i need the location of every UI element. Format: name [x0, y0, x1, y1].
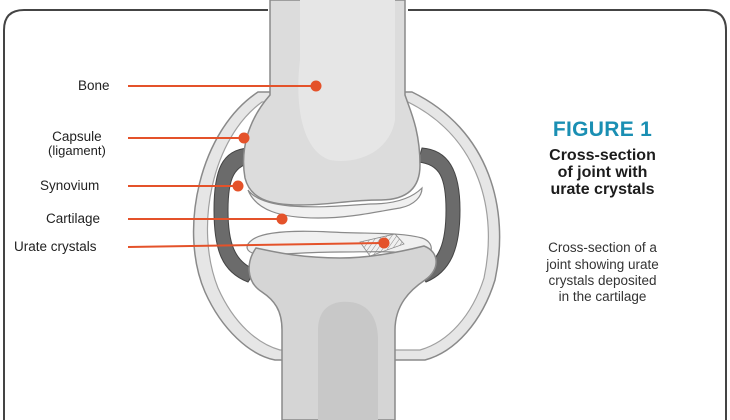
lower-bone-shade [318, 302, 378, 420]
leader-capsule-dot [239, 133, 250, 144]
figure-subtitle-line: urate crystals [510, 182, 695, 199]
figure-caption-line: Cross-section of a [528, 240, 678, 256]
figure-subtitle-line: of joint with [510, 165, 695, 182]
label-capsule-sub: (ligament) [48, 144, 106, 158]
figure-panel: FIGURE 1 Cross-section of joint with ura… [510, 118, 695, 305]
label-capsule: Capsule (ligament) [48, 130, 106, 158]
figure-caption-line: in the cartilage [528, 289, 678, 305]
figure-caption-line: crystals deposited [528, 273, 678, 289]
figure-heading: FIGURE 1 [510, 118, 695, 142]
leader-cartilage-dot [277, 214, 288, 225]
figure-subtitle: Cross-section of joint with urate crysta… [510, 148, 695, 198]
figure-caption: Cross-section of a joint showing urate c… [528, 240, 678, 305]
upper-bone-shade [298, 0, 395, 161]
label-cartilage: Cartilage [46, 212, 100, 226]
label-capsule-main: Capsule [52, 129, 102, 144]
figure-caption-line: joint showing urate [528, 257, 678, 273]
label-synovium: Synovium [40, 179, 99, 193]
leader-synovium-dot [233, 181, 244, 192]
label-bone: Bone [78, 79, 110, 93]
leader-bone-dot [311, 81, 322, 92]
figure-subtitle-line: Cross-section [510, 148, 695, 165]
leader-urate-dot [379, 238, 390, 249]
label-urate-crystals: Urate crystals [14, 240, 97, 254]
